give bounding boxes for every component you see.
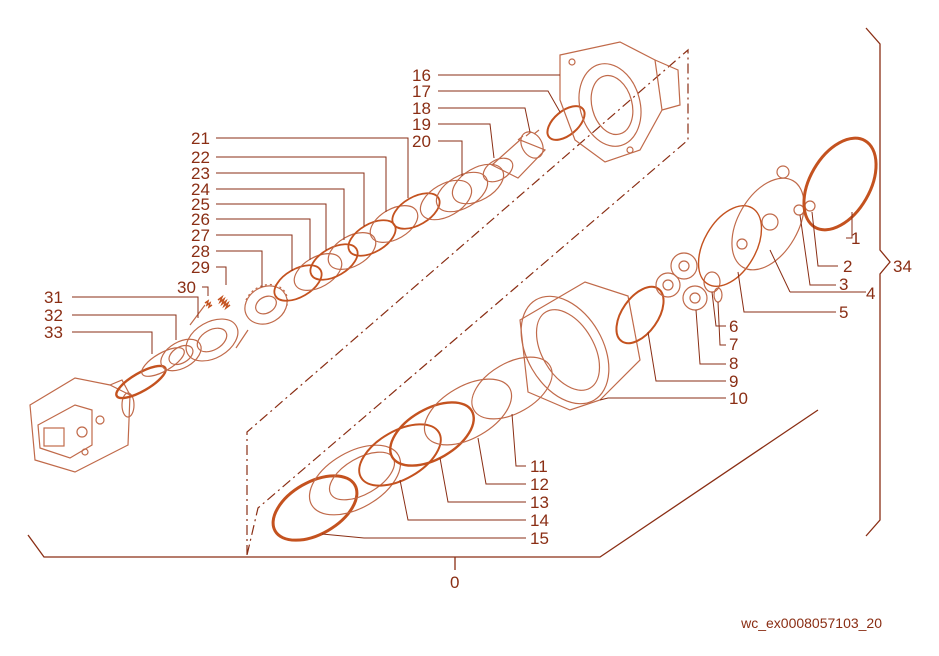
spline-gear-28 [244,283,289,325]
label-4: 4 [866,284,875,303]
drawing-caption: wc_ex0008057103_20 [740,615,882,631]
hydraulic-motor [29,377,135,473]
spring-29b [204,299,213,309]
ring-11b [471,356,553,420]
label-5: 5 [839,303,848,322]
label-22: 22 [191,148,210,167]
label-13: 13 [530,493,549,512]
plug-2 [804,200,816,212]
ring-24 [327,232,377,270]
label-2: 2 [843,257,852,276]
housing-16 [559,41,681,163]
label-10: 10 [729,389,748,408]
label-33: 33 [44,323,63,342]
bracket-34 [865,27,891,537]
label-11: 11 [530,457,548,476]
plug-3 [776,165,805,216]
label-26: 26 [191,210,210,229]
label-27: 27 [191,226,210,245]
ring-25 [309,243,359,281]
bearing-14 [308,444,402,516]
label-8: 8 [729,354,738,373]
ring-11 [423,378,513,446]
pin-7 [713,287,723,303]
discs-20 [419,163,505,221]
label-21: 21 [191,129,210,148]
label-17: 17 [412,82,431,101]
ring-21 [391,192,441,230]
washer-6 [703,271,721,293]
o-ring-9 [615,285,665,345]
seal-housing-30 [185,304,249,362]
ring-13 [358,423,442,487]
cover-4 [731,177,805,271]
part-labels: 1 2 3 4 5 6 7 8 9 10 11 12 13 14 15 16 1… [44,66,912,631]
bracket-0 [27,409,819,558]
ring-12 [389,401,475,467]
ring-26 [293,253,343,291]
assembly-callout-34: 34 [893,257,912,276]
leader-lines [72,74,866,539]
label-19: 19 [412,115,431,134]
label-29: 29 [191,258,210,277]
label-1: 1 [851,229,860,248]
label-23: 23 [191,164,210,183]
planet-gears-8 [655,252,708,311]
o-ring-33 [115,364,167,400]
label-9: 9 [729,372,738,391]
label-25: 25 [191,195,210,214]
label-30: 30 [177,278,196,297]
subassembly-outline [246,48,689,556]
label-3: 3 [839,275,848,294]
bearing-31 [160,338,202,372]
gasket-5 [697,205,763,287]
disc-19 [482,157,514,183]
o-ring-17 [546,105,586,141]
label-7: 7 [729,335,738,354]
label-14: 14 [530,511,549,530]
label-24: 24 [191,180,210,199]
label-31: 31 [44,288,63,307]
ring-gear-10 [519,281,641,411]
label-6: 6 [729,317,738,336]
label-16: 16 [412,66,431,85]
label-20: 20 [412,132,431,151]
ring-27 [273,264,323,302]
seal-15 [271,474,359,542]
label-28: 28 [191,242,210,261]
label-12: 12 [530,475,549,494]
label-32: 32 [44,306,63,325]
o-ring-1 [802,136,878,232]
group-callout-0: 0 [450,573,459,592]
label-18: 18 [412,99,431,118]
label-15: 15 [530,529,549,548]
shaft-gear-18 [490,129,547,179]
spring-29 [217,294,231,311]
